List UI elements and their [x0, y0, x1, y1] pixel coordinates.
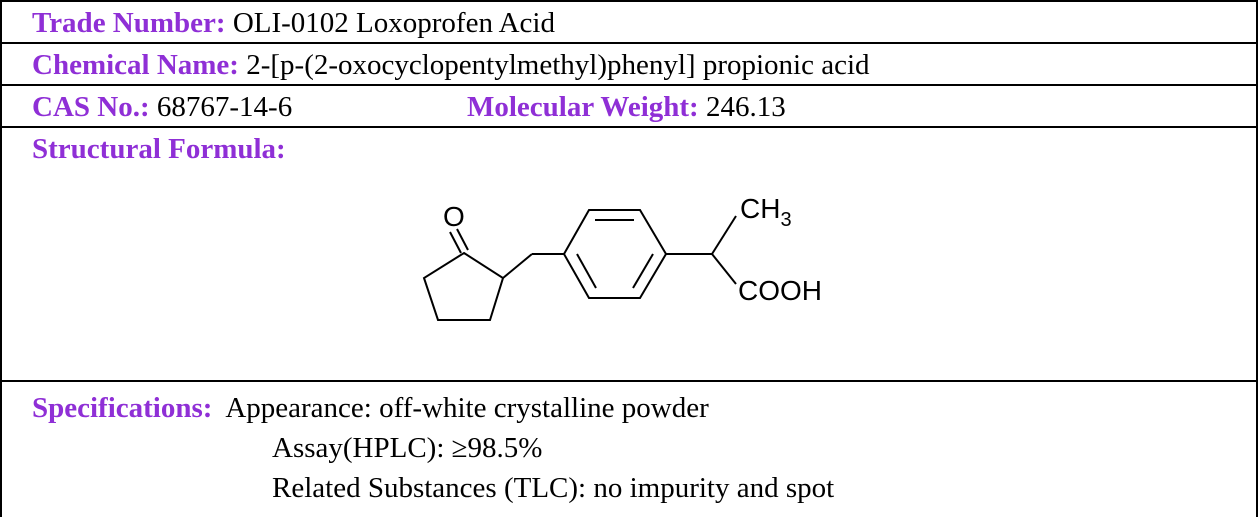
- carbonyl-bond-1: [449, 231, 462, 254]
- spec-line-1: Specifications: Appearance: off-white cr…: [32, 388, 1256, 428]
- molecular-weight: Molecular Weight: 246.13: [467, 90, 786, 124]
- atom-cooh: COOH: [738, 275, 822, 306]
- spec-appearance: Appearance: off-white crystalline powder: [225, 392, 709, 424]
- cyclopentane-ring: [422, 251, 505, 321]
- chemical-name-label: Chemical Name:: [32, 49, 239, 81]
- structural-formula-diagram: O CH3 COOH: [422, 194, 822, 321]
- specifications-label: Specifications:: [32, 392, 213, 424]
- spec-assay: Assay(HPLC): ≥98.5%: [272, 432, 543, 464]
- chemical-name-row: Chemical Name: 2-[p-(2-oxocyclopentylmet…: [2, 42, 1256, 84]
- carbonyl-bond-2: [456, 228, 469, 251]
- atom-ch3: CH3: [740, 194, 792, 231]
- structural-formula-label: Structural Formula:: [32, 133, 286, 165]
- benzene-double-3: [576, 253, 597, 289]
- specifications-row: Specifications: Appearance: off-white cr…: [2, 380, 1256, 517]
- spec-related-substances: Related Substances (TLC): no impurity an…: [272, 472, 835, 504]
- benzene-ring: [562, 209, 668, 299]
- cooh-bond: [711, 253, 737, 285]
- trade-number-row: Trade Number: OLI-0102 Loxoprofen Acid: [2, 0, 1256, 42]
- cas-value: 68767-14-6: [149, 91, 293, 123]
- linker-bond-1: [502, 253, 533, 279]
- cas-mw-row: CAS No.: 68767-14-6 Molecular Weight: 24…: [2, 84, 1256, 126]
- cas-label: CAS No.:: [32, 91, 150, 123]
- ch3-bond: [711, 215, 737, 255]
- spec-line-2: Assay(HPLC): ≥98.5%: [32, 428, 1256, 468]
- molecular-weight-value: 246.13: [698, 91, 786, 123]
- benzene-double-2: [632, 253, 654, 289]
- atom-o: O: [443, 201, 465, 232]
- molecular-weight-label: Molecular Weight:: [467, 91, 699, 123]
- spec-line-3: Related Substances (TLC): no impurity an…: [32, 468, 1256, 508]
- structural-formula-row: Structural Formula: O CH3 COOH: [2, 126, 1256, 380]
- trade-number-label: Trade Number:: [32, 7, 226, 39]
- trade-number-value: OLI-0102 Loxoprofen Acid: [225, 7, 555, 39]
- chemical-name-value: 2-[p-(2-oxocyclopentylmethyl)phenyl] pro…: [238, 49, 870, 81]
